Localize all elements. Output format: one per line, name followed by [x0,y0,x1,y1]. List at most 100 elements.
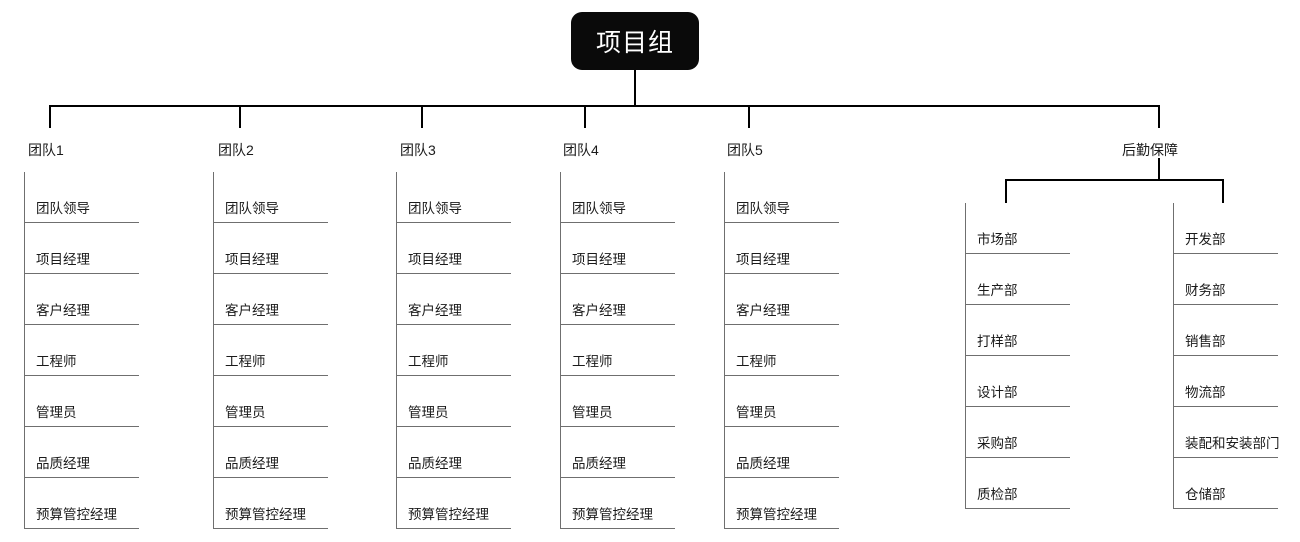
role-item[interactable]: 项目经理 [724,223,839,274]
group-label-team-4: 团队4 [563,142,599,158]
role-item[interactable]: 工程师 [560,325,675,376]
role-label: 工程师 [225,354,266,370]
group-label-team-5: 团队5 [727,142,763,158]
role-item[interactable]: 团队领导 [24,172,139,223]
role-label: 项目经理 [572,252,626,268]
role-label: 客户经理 [736,303,790,319]
group-label-team-3: 团队3 [400,142,436,158]
role-item[interactable]: 预算管控经理 [724,478,839,529]
role-label: 品质经理 [225,456,279,472]
role-item[interactable]: 管理员 [24,376,139,427]
role-label: 团队领导 [736,201,790,217]
role-label: 预算管控经理 [36,507,117,523]
column-rail [560,172,562,529]
role-item[interactable]: 管理员 [560,376,675,427]
department-label: 开发部 [1185,232,1226,248]
role-item[interactable]: 项目经理 [396,223,511,274]
role-item[interactable]: 品质经理 [724,427,839,478]
role-label: 预算管控经理 [572,507,653,523]
role-label: 品质经理 [36,456,90,472]
connector-drop-support-col-1 [1005,179,1007,203]
role-item[interactable]: 团队领导 [560,172,675,223]
role-column-team-4: 团队领导 项目经理 客户经理 工程师 管理员 品质经理 预算管控经理 [560,172,675,529]
role-label: 工程师 [572,354,613,370]
role-label: 项目经理 [736,252,790,268]
role-item[interactable]: 预算管控经理 [560,478,675,529]
role-label: 项目经理 [225,252,279,268]
role-label: 客户经理 [225,303,279,319]
role-item[interactable]: 工程师 [396,325,511,376]
role-item[interactable]: 设计部 [965,356,1070,407]
role-item[interactable]: 品质经理 [24,427,139,478]
department-label: 市场部 [977,232,1018,248]
column-rail [724,172,726,529]
role-item[interactable]: 管理员 [213,376,328,427]
role-label: 预算管控经理 [408,507,489,523]
role-item[interactable]: 打样部 [965,305,1070,356]
connector-drop-team-5 [748,105,750,128]
role-item[interactable]: 客户经理 [24,274,139,325]
role-item[interactable]: 客户经理 [213,274,328,325]
role-item[interactable]: 工程师 [724,325,839,376]
role-item[interactable]: 品质经理 [560,427,675,478]
role-item[interactable]: 项目经理 [560,223,675,274]
role-item[interactable]: 团队领导 [213,172,328,223]
column-rail [396,172,398,529]
connector-drop-support [1158,105,1160,128]
role-item[interactable]: 客户经理 [560,274,675,325]
role-label: 品质经理 [572,456,626,472]
role-label: 工程师 [736,354,777,370]
department-label: 设计部 [977,385,1018,401]
role-item[interactable]: 仓储部 [1173,458,1278,509]
connector-root-stem [634,70,636,106]
role-item[interactable]: 管理员 [724,376,839,427]
role-item[interactable]: 客户经理 [396,274,511,325]
role-item[interactable]: 团队领导 [396,172,511,223]
connector-drop-team-1 [49,105,51,128]
role-item[interactable]: 质检部 [965,458,1070,509]
department-label: 生产部 [977,283,1018,299]
role-item[interactable]: 生产部 [965,254,1070,305]
role-item[interactable]: 预算管控经理 [213,478,328,529]
role-label: 项目经理 [408,252,462,268]
role-item[interactable]: 项目经理 [24,223,139,274]
role-item[interactable]: 客户经理 [724,274,839,325]
role-item[interactable]: 预算管控经理 [24,478,139,529]
role-item[interactable]: 采购部 [965,407,1070,458]
role-label: 客户经理 [572,303,626,319]
role-item[interactable]: 开发部 [1173,203,1278,254]
department-label: 财务部 [1185,283,1226,299]
role-column-team-2: 团队领导 项目经理 客户经理 工程师 管理员 品质经理 预算管控经理 [213,172,328,529]
connector-support-stem [1158,158,1160,180]
role-label: 预算管控经理 [225,507,306,523]
role-item[interactable]: 市场部 [965,203,1070,254]
role-item[interactable]: 项目经理 [213,223,328,274]
role-item[interactable]: 工程师 [24,325,139,376]
role-label: 预算管控经理 [736,507,817,523]
role-item[interactable]: 管理员 [396,376,511,427]
role-item[interactable]: 团队领导 [724,172,839,223]
role-label: 品质经理 [408,456,462,472]
connector-support-bus [1005,179,1224,181]
role-item[interactable]: 品质经理 [213,427,328,478]
column-rail [965,203,967,509]
role-item[interactable]: 预算管控经理 [396,478,511,529]
role-item[interactable]: 销售部 [1173,305,1278,356]
role-label: 团队领导 [572,201,626,217]
role-column-team-5: 团队领导 项目经理 客户经理 工程师 管理员 品质经理 预算管控经理 [724,172,839,529]
role-label: 品质经理 [736,456,790,472]
role-item[interactable]: 物流部 [1173,356,1278,407]
role-item[interactable]: 品质经理 [396,427,511,478]
role-column-team-1: 团队领导 项目经理 客户经理 工程师 管理员 品质经理 预算管控经理 [24,172,139,529]
group-label-support: 后勤保障 [1122,142,1178,158]
role-item[interactable]: 财务部 [1173,254,1278,305]
role-item[interactable]: 工程师 [213,325,328,376]
role-column-support-2: 开发部 财务部 销售部 物流部 装配和安装部门 仓储部 [1173,203,1280,509]
role-label: 管理员 [408,405,449,421]
role-item[interactable]: 装配和安装部门 [1173,407,1280,458]
role-label: 团队领导 [408,201,462,217]
department-label: 质检部 [977,487,1018,503]
root-node-project-group[interactable]: 项目组 [571,12,699,70]
role-label: 团队领导 [36,201,90,217]
role-label: 团队领导 [225,201,279,217]
